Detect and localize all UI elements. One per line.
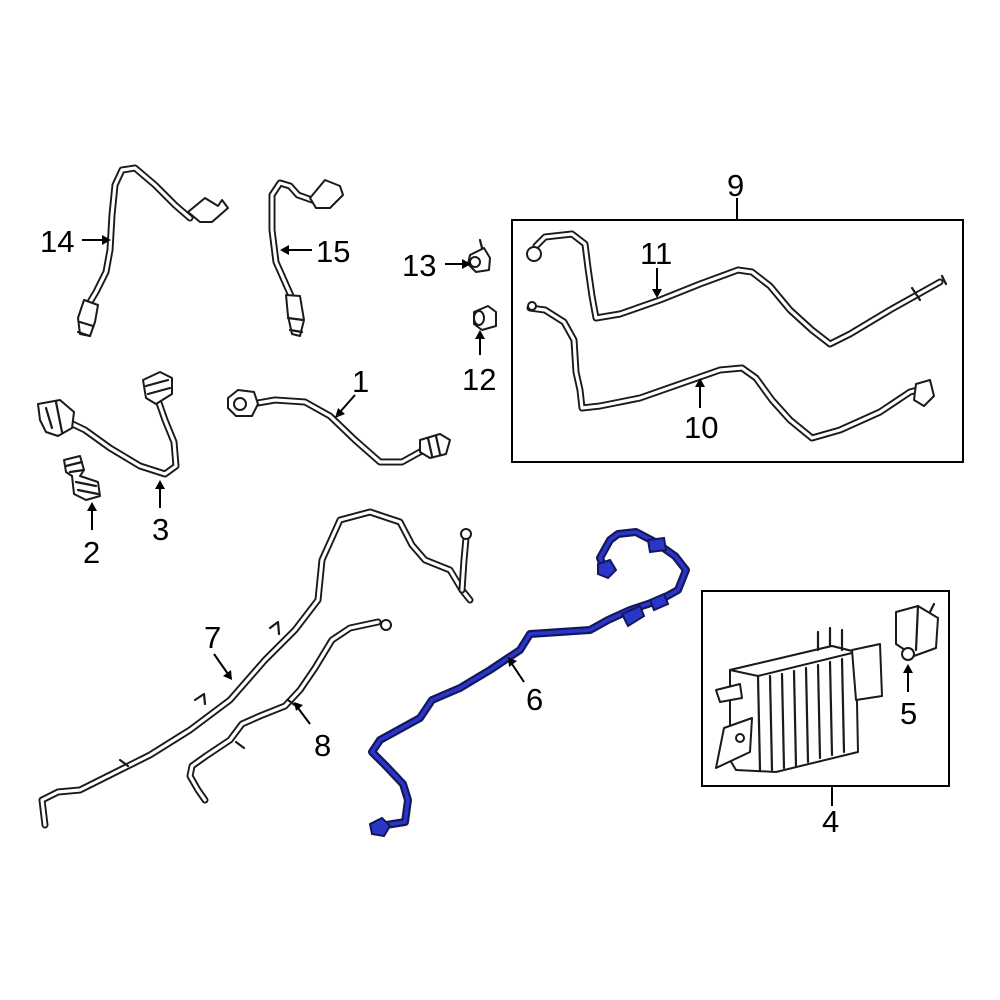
callout-4: 4: [822, 804, 839, 839]
callout-7: 7: [204, 620, 221, 655]
callout-11: 11: [640, 236, 672, 271]
callout-13: 13: [402, 248, 436, 283]
callout-6: 6: [526, 682, 543, 717]
callout-1: 1: [352, 364, 369, 399]
part-13-clip[interactable]: [467, 238, 491, 273]
part-4-canister[interactable]: [715, 626, 883, 773]
part-5-sensor[interactable]: [895, 602, 939, 661]
callout-12: 12: [462, 362, 496, 397]
callout-3: 3: [152, 512, 169, 547]
callout-14: 14: [40, 224, 74, 259]
callouts: 14 15 13 12 1 2 3 9 11 10 7 8 6 5 4: [40, 168, 917, 839]
group-9-frame: [511, 219, 964, 463]
part-2-fitting[interactable]: [63, 455, 101, 501]
part-10-line[interactable]: [526, 301, 935, 442]
part-15-oxygen-sensor[interactable]: [268, 179, 344, 337]
part-7-line[interactable]: [38, 508, 474, 829]
callout-8: 8: [314, 728, 331, 763]
callout-10: 10: [684, 410, 718, 445]
part-6-line-highlighted[interactable]: [368, 528, 690, 838]
group-4-frame: [701, 590, 950, 787]
callout-15: 15: [316, 234, 350, 269]
part-11-line[interactable]: [526, 230, 948, 348]
part-12-grommet[interactable]: [473, 305, 497, 331]
callout-5: 5: [900, 696, 917, 731]
leaders: [82, 198, 913, 806]
callout-9: 9: [727, 168, 744, 203]
part-3-hose-assembly[interactable]: [37, 371, 180, 478]
part-1-hose[interactable]: [227, 389, 451, 466]
part-8-line[interactable]: [186, 618, 392, 804]
callout-2: 2: [83, 535, 100, 570]
part-14-oxygen-sensor[interactable]: [76, 164, 229, 338]
